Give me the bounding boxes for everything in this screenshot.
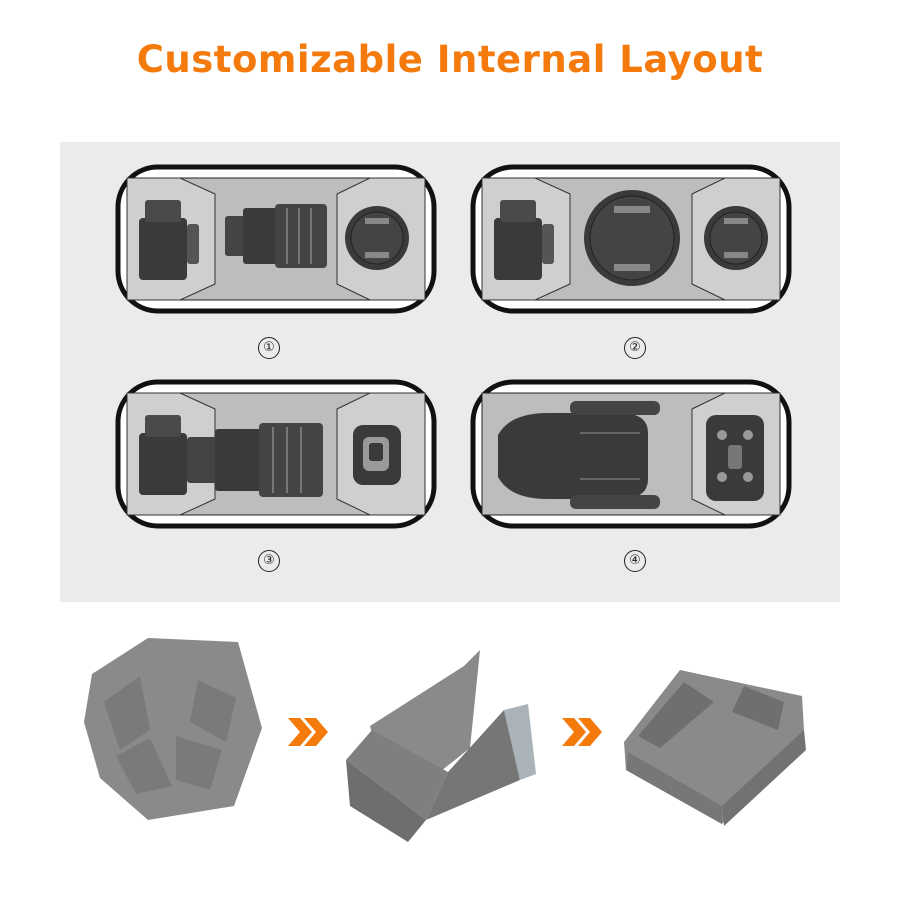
battery-charger-icon	[353, 425, 401, 485]
layout-1-diagram	[115, 164, 437, 314]
page-title: Customizable Internal Layout	[136, 38, 764, 81]
layout-2-diagram	[470, 164, 792, 314]
lens-cap-icon	[345, 206, 409, 270]
layouts-panel: ① ②	[60, 142, 840, 602]
arrow-icon-1	[288, 718, 328, 746]
layout-1-number: ①	[258, 337, 280, 359]
large-lens-cap-icon	[584, 190, 680, 286]
folding-divider-image	[346, 650, 536, 842]
folding-process	[84, 638, 806, 842]
camera-icon	[494, 200, 554, 280]
flat-divider-image	[84, 638, 262, 820]
camera-icon	[139, 200, 199, 280]
folded-divider-image	[624, 670, 806, 826]
drone-icon	[498, 401, 660, 509]
layout-4-number: ④	[624, 550, 646, 572]
arrow-icon-2	[562, 718, 602, 746]
lens-icon	[225, 204, 327, 268]
camera-with-lens-icon	[139, 415, 323, 497]
lens-cap-icon	[704, 206, 768, 270]
remote-controller-icon	[706, 415, 764, 501]
layout-4-diagram	[470, 379, 792, 529]
layout-3-number: ③	[258, 550, 280, 572]
layout-3-diagram	[115, 379, 437, 529]
layout-2-number: ②	[624, 337, 646, 359]
